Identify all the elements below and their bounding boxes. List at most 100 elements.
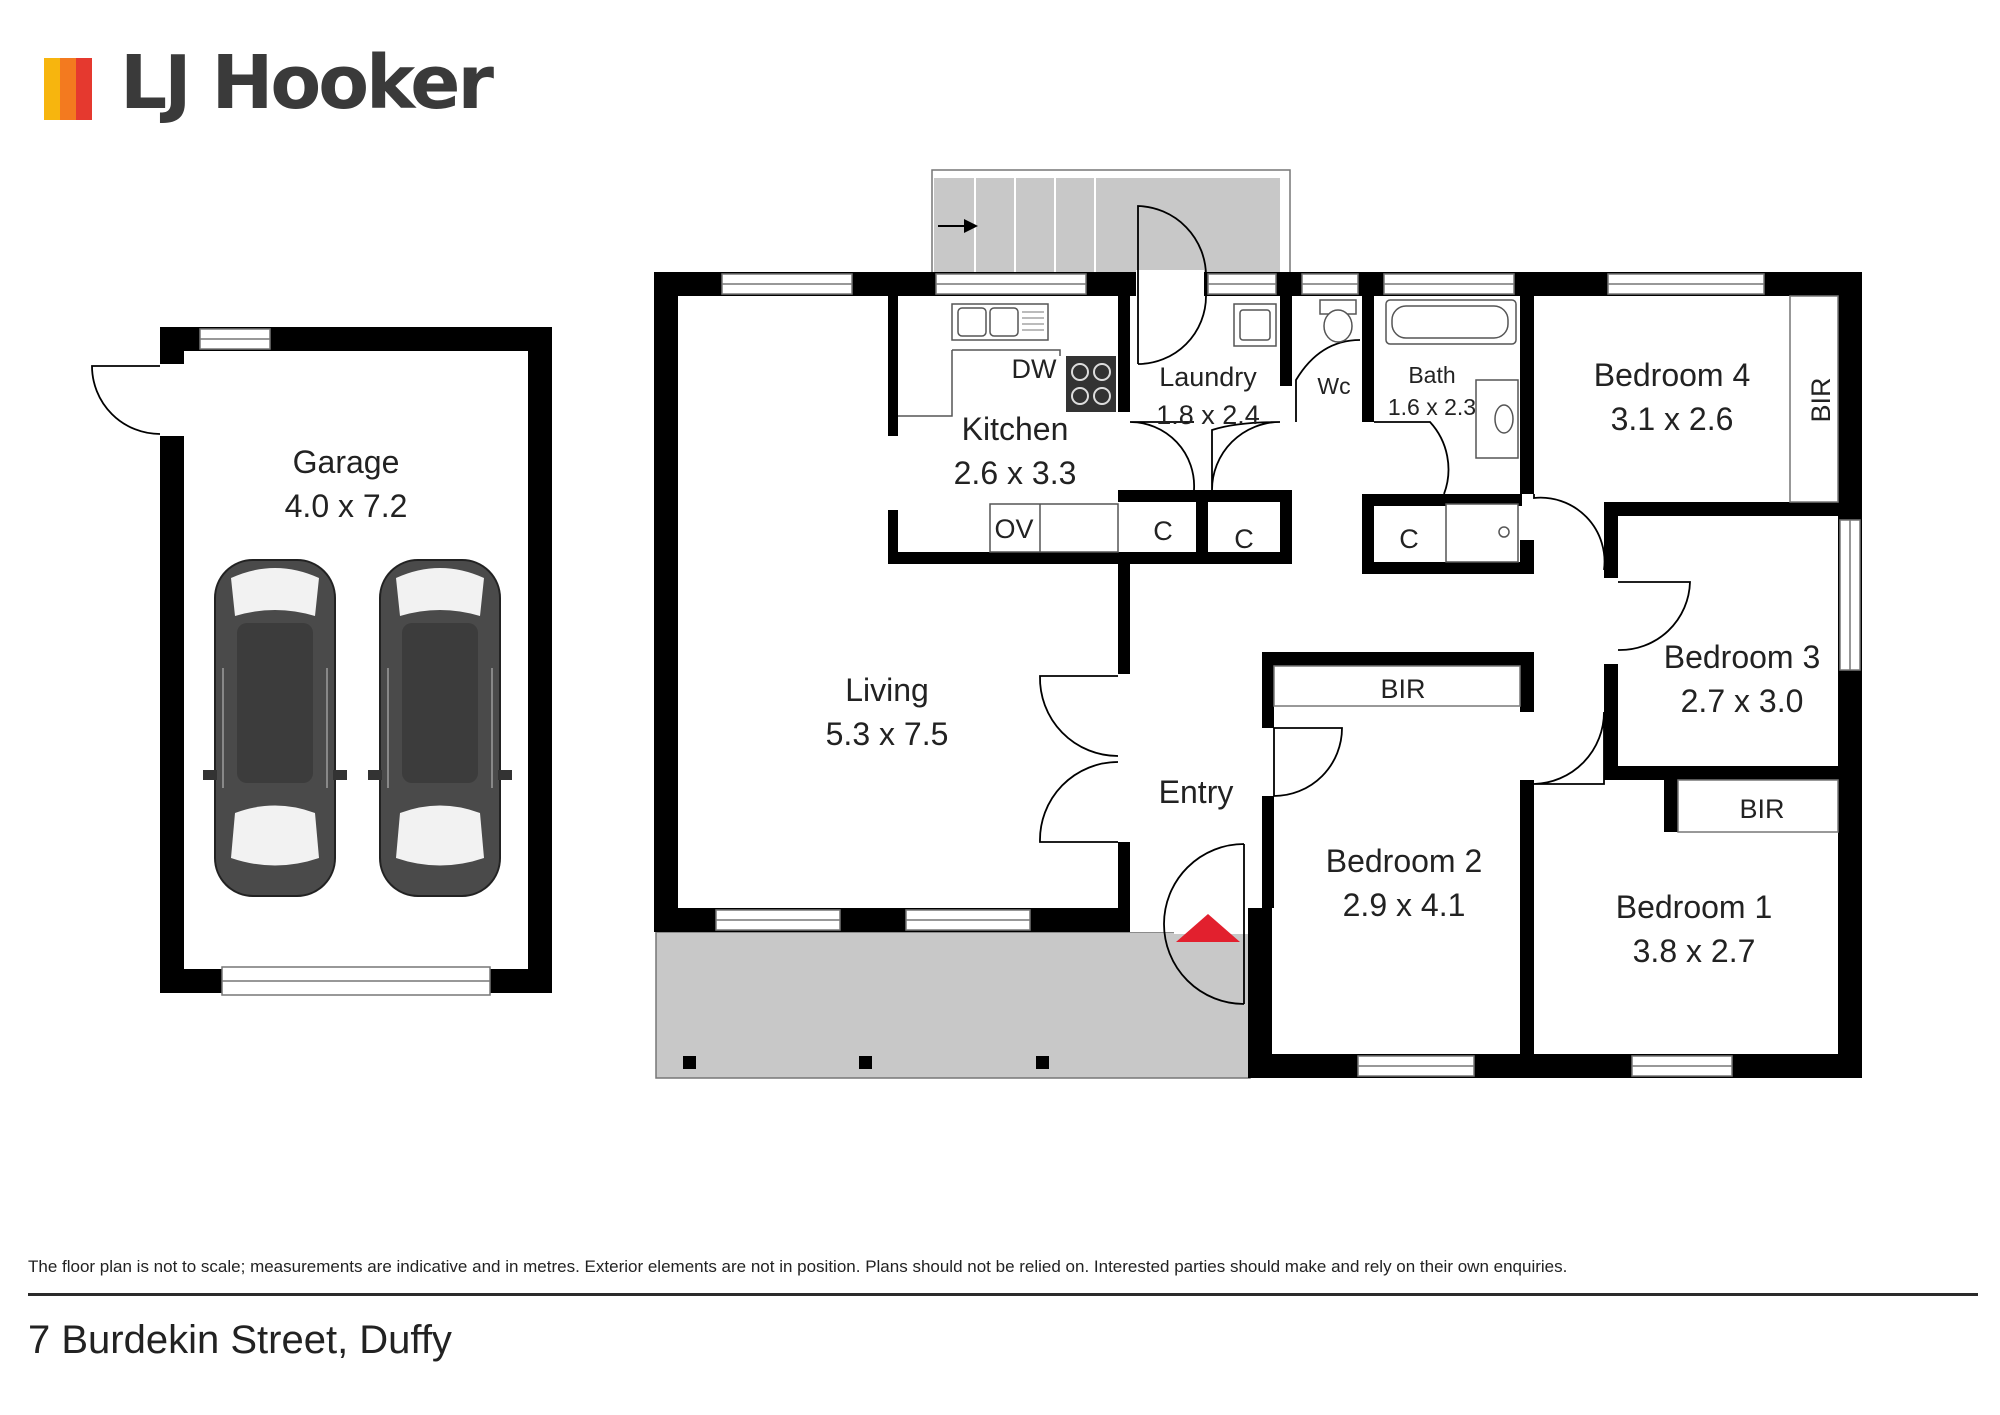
wall-kitchen-left-lower	[888, 510, 898, 564]
house	[654, 205, 1862, 1078]
wall-bed1-bir-left	[1664, 780, 1678, 832]
cupboard	[1374, 506, 1444, 562]
wall-bath-right	[1520, 296, 1534, 494]
door-swing	[1039, 761, 1119, 843]
door-swing	[1273, 727, 1343, 797]
wall-kitchen-right	[1118, 296, 1130, 412]
cooktop-icon	[1066, 356, 1116, 412]
car-icon	[203, 559, 347, 897]
wall-laundry-right	[1280, 296, 1292, 386]
bedroom1-label: Bedroom 1	[1616, 889, 1773, 925]
living-dims: 5.3 x 7.5	[826, 716, 949, 752]
entry-arrow-icon	[1176, 914, 1240, 942]
bedroom3-dims: 2.7 x 3.0	[1681, 683, 1804, 719]
wall-laundry-right2	[1280, 490, 1292, 564]
door-swing	[1295, 339, 1361, 422]
wall-bath-right2	[1520, 540, 1534, 574]
wall-bed1-left-up	[1520, 712, 1534, 734]
wall-bath-bottom	[1362, 562, 1534, 574]
wall-bed3-left	[1604, 502, 1618, 578]
rear-steps	[931, 169, 1291, 275]
door-swing	[1533, 494, 1606, 571]
logo-bar-red	[76, 58, 92, 120]
wall-bed2-top	[1262, 652, 1534, 666]
wall-bed1-left	[1520, 780, 1534, 1078]
kitchen-bench	[898, 349, 1061, 417]
wall-kitchen-bottom	[888, 552, 1291, 564]
door-swing	[1039, 675, 1119, 757]
bedroom4-label: Bedroom 4	[1594, 357, 1751, 393]
bir-bed4	[1789, 295, 1839, 503]
logo-wordmark: LJ Hooker	[120, 40, 494, 126]
logo-bar-yellow	[44, 58, 60, 120]
bathtub-icon	[1385, 299, 1517, 345]
wall-bed2-left	[1248, 908, 1272, 1078]
wall-bed4-bottom	[1604, 502, 1862, 516]
logo-color-bars	[44, 58, 108, 120]
door-swing	[1533, 711, 1605, 785]
laundry-label: Laundry	[1159, 362, 1257, 392]
garage-dims: 4.0 x 7.2	[285, 488, 408, 524]
living-label: Living	[845, 672, 929, 708]
deck-post	[1036, 1056, 1049, 1069]
bedroom3-label: Bedroom 3	[1664, 639, 1821, 675]
shower-icon	[1445, 503, 1519, 563]
wc-label: Wc	[1317, 373, 1350, 399]
bir-label: BIR	[1380, 674, 1425, 704]
stairs	[934, 178, 1280, 274]
oven-bench	[989, 503, 1119, 553]
car-icon	[368, 559, 512, 897]
kitchen-dims: 2.6 x 3.3	[954, 455, 1077, 491]
bath-dims: 1.6 x 2.3	[1388, 394, 1476, 420]
house-floor	[656, 272, 1862, 932]
garage-label: Garage	[293, 444, 400, 480]
dw-label: DW	[1012, 354, 1057, 384]
garage-wall-left	[160, 327, 184, 993]
laundry-dims: 1.8 x 2.4	[1156, 400, 1260, 430]
wall-bed2-left	[1262, 652, 1274, 728]
wall-left	[654, 272, 678, 932]
garage-side-door-opening	[159, 364, 185, 436]
door-swing	[1211, 421, 1281, 491]
bedroom2-label: Bedroom 2	[1326, 843, 1483, 879]
wall-bed3-bottom	[1604, 766, 1862, 780]
door-swing	[1129, 421, 1195, 491]
cupboard	[1208, 502, 1280, 552]
bedroom4-dims: 3.1 x 2.6	[1611, 401, 1734, 437]
wall-wc-right	[1362, 296, 1374, 422]
door-swing	[1617, 581, 1691, 651]
property-address: 7 Burdekin Street, Duffy	[28, 1318, 452, 1362]
disclaimer-text: The floor plan is not to scale; measurem…	[28, 1257, 1568, 1276]
bir-bed1	[1677, 779, 1839, 833]
wall-right	[1838, 272, 1862, 1078]
wall-living-right-lower	[1118, 842, 1130, 932]
wall-c2-top	[1236, 490, 1292, 502]
toilet-icon	[1319, 299, 1357, 343]
cupboard-label: C	[1153, 516, 1173, 546]
rear-door-swing	[1137, 205, 1207, 296]
garage-wall-right	[528, 327, 552, 993]
sink-icon	[951, 303, 1049, 341]
wall-laundry-bottom	[1118, 490, 1236, 502]
ov-label: OV	[994, 514, 1033, 544]
footer-divider	[28, 1293, 1978, 1296]
basin-icon	[1475, 379, 1519, 459]
bath-label: Bath	[1408, 362, 1455, 388]
brand-logo: LJ Hooker	[44, 40, 494, 144]
wall-cupboard	[1196, 490, 1208, 564]
wall-kitchen-left	[888, 296, 898, 436]
wall-bed2-right	[1520, 652, 1534, 712]
door-swing	[1374, 421, 1450, 495]
wall-bath-c-top	[1362, 494, 1522, 506]
cupboard	[1130, 502, 1196, 552]
stairs-arrow-icon	[938, 219, 978, 233]
entry-label: Entry	[1159, 774, 1234, 810]
wall-bed3-left2	[1604, 664, 1618, 778]
cupboard-label: C	[1234, 524, 1254, 554]
deck-post	[859, 1056, 872, 1069]
wall-bed2-left2	[1262, 796, 1274, 908]
kitchen-label: Kitchen	[962, 411, 1069, 447]
logo-bar-orange	[60, 58, 76, 120]
wall-bath-c-left	[1362, 494, 1374, 574]
